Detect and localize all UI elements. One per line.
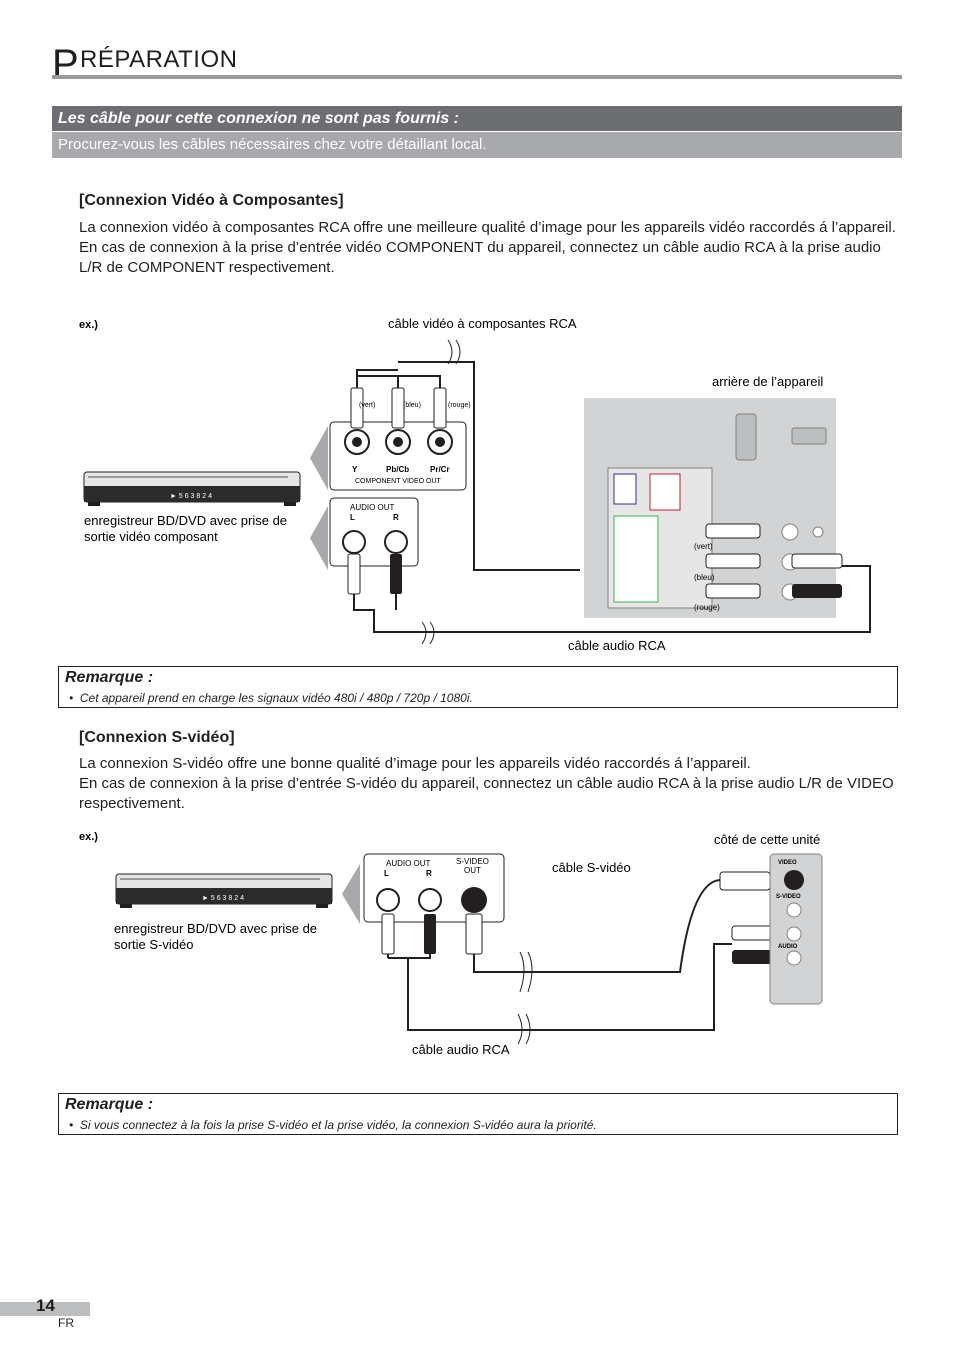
component-connection-diagram: ex.) câble vidéo à composantes RCA arriè… <box>79 316 871 653</box>
unit-side-panel: VIDEO S-VIDEO AUDIO <box>769 853 823 1005</box>
svideo-bd-dvd-recorder: ► 5 6 3 8 2 4 <box>115 873 333 908</box>
side-label: côté de cette unité <box>714 832 820 847</box>
audio-cable-label: câble audio RCA <box>568 638 666 653</box>
language-code: FR <box>58 1316 74 1330</box>
svideo-audio-out-label: AUDIO OUT <box>386 859 431 868</box>
component-video-cable <box>356 361 580 571</box>
svideo-audio-r: R <box>426 869 432 878</box>
panel-plug-red: (rouge) <box>694 603 720 612</box>
page-title: RÉPARATION <box>80 46 238 73</box>
jack-label-y: Y <box>352 465 358 474</box>
note-2-title: Remarque : <box>65 1096 154 1113</box>
component-heading: [Connexion Vidéo à Composantes] <box>79 192 344 209</box>
tv-rear-panel <box>584 398 836 618</box>
audio-out-panel: AUDIO OUT L R <box>329 497 419 595</box>
title-rule <box>52 75 902 79</box>
note-1-title: Remarque : <box>65 669 154 686</box>
note-1-item: • Cet appareil prend en charge les signa… <box>69 691 473 705</box>
svideo-cable-break-1 <box>519 951 533 993</box>
component-audio-cable <box>353 565 871 633</box>
audio-l-label: L <box>350 513 355 522</box>
svideo-cable-break-2 <box>517 1013 531 1045</box>
svideo-cable-label: câble S-vidéo <box>552 860 631 875</box>
note-box-2: Remarque : • Si vous connectez à la fois… <box>58 1093 898 1135</box>
plug-label-blue: (bleu) <box>403 402 421 409</box>
svideo-audio-l: L <box>384 869 389 878</box>
svideo-out-line-2: OUT <box>464 866 481 875</box>
svideo-paragraph-1: La connexion S-vidéo offre une bonne qua… <box>79 755 751 772</box>
svideo-out-panel: AUDIO OUT L R S-VIDEO OUT <box>363 853 505 955</box>
svideo-audio-cable <box>387 943 732 1031</box>
panel-plug-green: (vert) <box>694 542 713 551</box>
component-paragraph-1: La connexion vidéo à composantes RCA off… <box>79 219 896 236</box>
device-label-line-1: enregistreur BD/DVD avec prise de <box>84 513 287 528</box>
callout-arrow-video <box>310 426 328 490</box>
component-video-plugs <box>350 387 447 429</box>
note-box-1: Remarque : • Cet appareil prend en charg… <box>58 666 898 708</box>
note-1-text: Cet appareil prend en charge les signaux… <box>79 691 473 705</box>
component-out-label: COMPONENT VIDEO OUT <box>355 478 442 485</box>
svideo-recorder-display: ► 5 6 3 8 2 4 <box>202 895 244 902</box>
plug-label-green: (vert) <box>359 402 375 409</box>
callout-arrow-audio <box>310 506 328 570</box>
svideo-heading: [Connexion S-vidéo] <box>79 729 235 746</box>
jack-label-pr: Pr/Cr <box>430 465 450 474</box>
side-audio-label: AUDIO <box>778 944 798 950</box>
page-number-bar <box>0 1302 90 1316</box>
cable-break-bottom <box>421 621 435 645</box>
panel-plugs <box>705 523 843 599</box>
plug-label-red: (rouge) <box>448 402 471 409</box>
svideo-description: La connexion S-vidéo offre une bonne qua… <box>79 754 901 814</box>
recorder-display: ► 5 6 3 8 2 4 <box>170 493 212 500</box>
ex-label: ex.) <box>79 319 98 331</box>
svideo-device-label-line-2: sortie S-vidéo <box>114 937 193 952</box>
note-2-text: Si vous connectez à la fois la prise S-v… <box>79 1118 597 1132</box>
svideo-audio-cable-label: câble audio RCA <box>412 1042 510 1057</box>
bd-dvd-recorder: ► 5 6 3 8 2 4 <box>83 471 301 506</box>
device-label-line-2: sortie vidéo composant <box>84 529 218 544</box>
svideo-cable <box>473 879 721 973</box>
component-description: La connexion vidéo à composantes RCA off… <box>79 218 901 278</box>
svideo-ex-label: ex.) <box>79 831 98 843</box>
svideo-callout-arrow <box>342 864 360 924</box>
audio-out-label: AUDIO OUT <box>350 503 395 512</box>
side-plugs <box>719 871 773 964</box>
page-number: 14 <box>36 1296 55 1315</box>
component-paragraph-2: En cas de connexion à la prise d’entrée … <box>79 239 881 276</box>
svideo-connection-diagram: ex.) côté de cette unité câble S-vidéo ►… <box>79 831 823 1057</box>
banner-subtitle: Procurez-vous les câbles nécessaires che… <box>52 132 902 158</box>
note-2-item: • Si vous connectez à la fois la prise S… <box>69 1118 597 1132</box>
rear-label: arrière de l’appareil <box>712 374 823 389</box>
cable-break-top <box>447 339 461 365</box>
svideo-out-line-1: S-VIDEO <box>456 857 489 866</box>
svideo-paragraph-2: En cas de connexion à la prise d’entrée … <box>79 775 894 812</box>
svideo-device-label-line-1: enregistreur BD/DVD avec prise de <box>114 921 317 936</box>
video-cable-label: câble vidéo à composantes RCA <box>388 316 577 331</box>
audio-r-label: R <box>393 513 399 522</box>
cables-banner: Les câble pour cette connexion ne sont p… <box>52 106 902 158</box>
panel-plug-blue: (bleu) <box>694 573 715 582</box>
side-video-label: VIDEO <box>778 860 797 866</box>
component-video-out-panel: Y Pb/Cb Pr/Cr COMPONENT VIDEO OUT <box>329 421 467 491</box>
banner-title: Les câble pour cette connexion ne sont p… <box>52 106 902 131</box>
side-svideo-label: S-VIDEO <box>776 894 801 900</box>
jack-label-pb: Pb/Cb <box>386 465 409 474</box>
